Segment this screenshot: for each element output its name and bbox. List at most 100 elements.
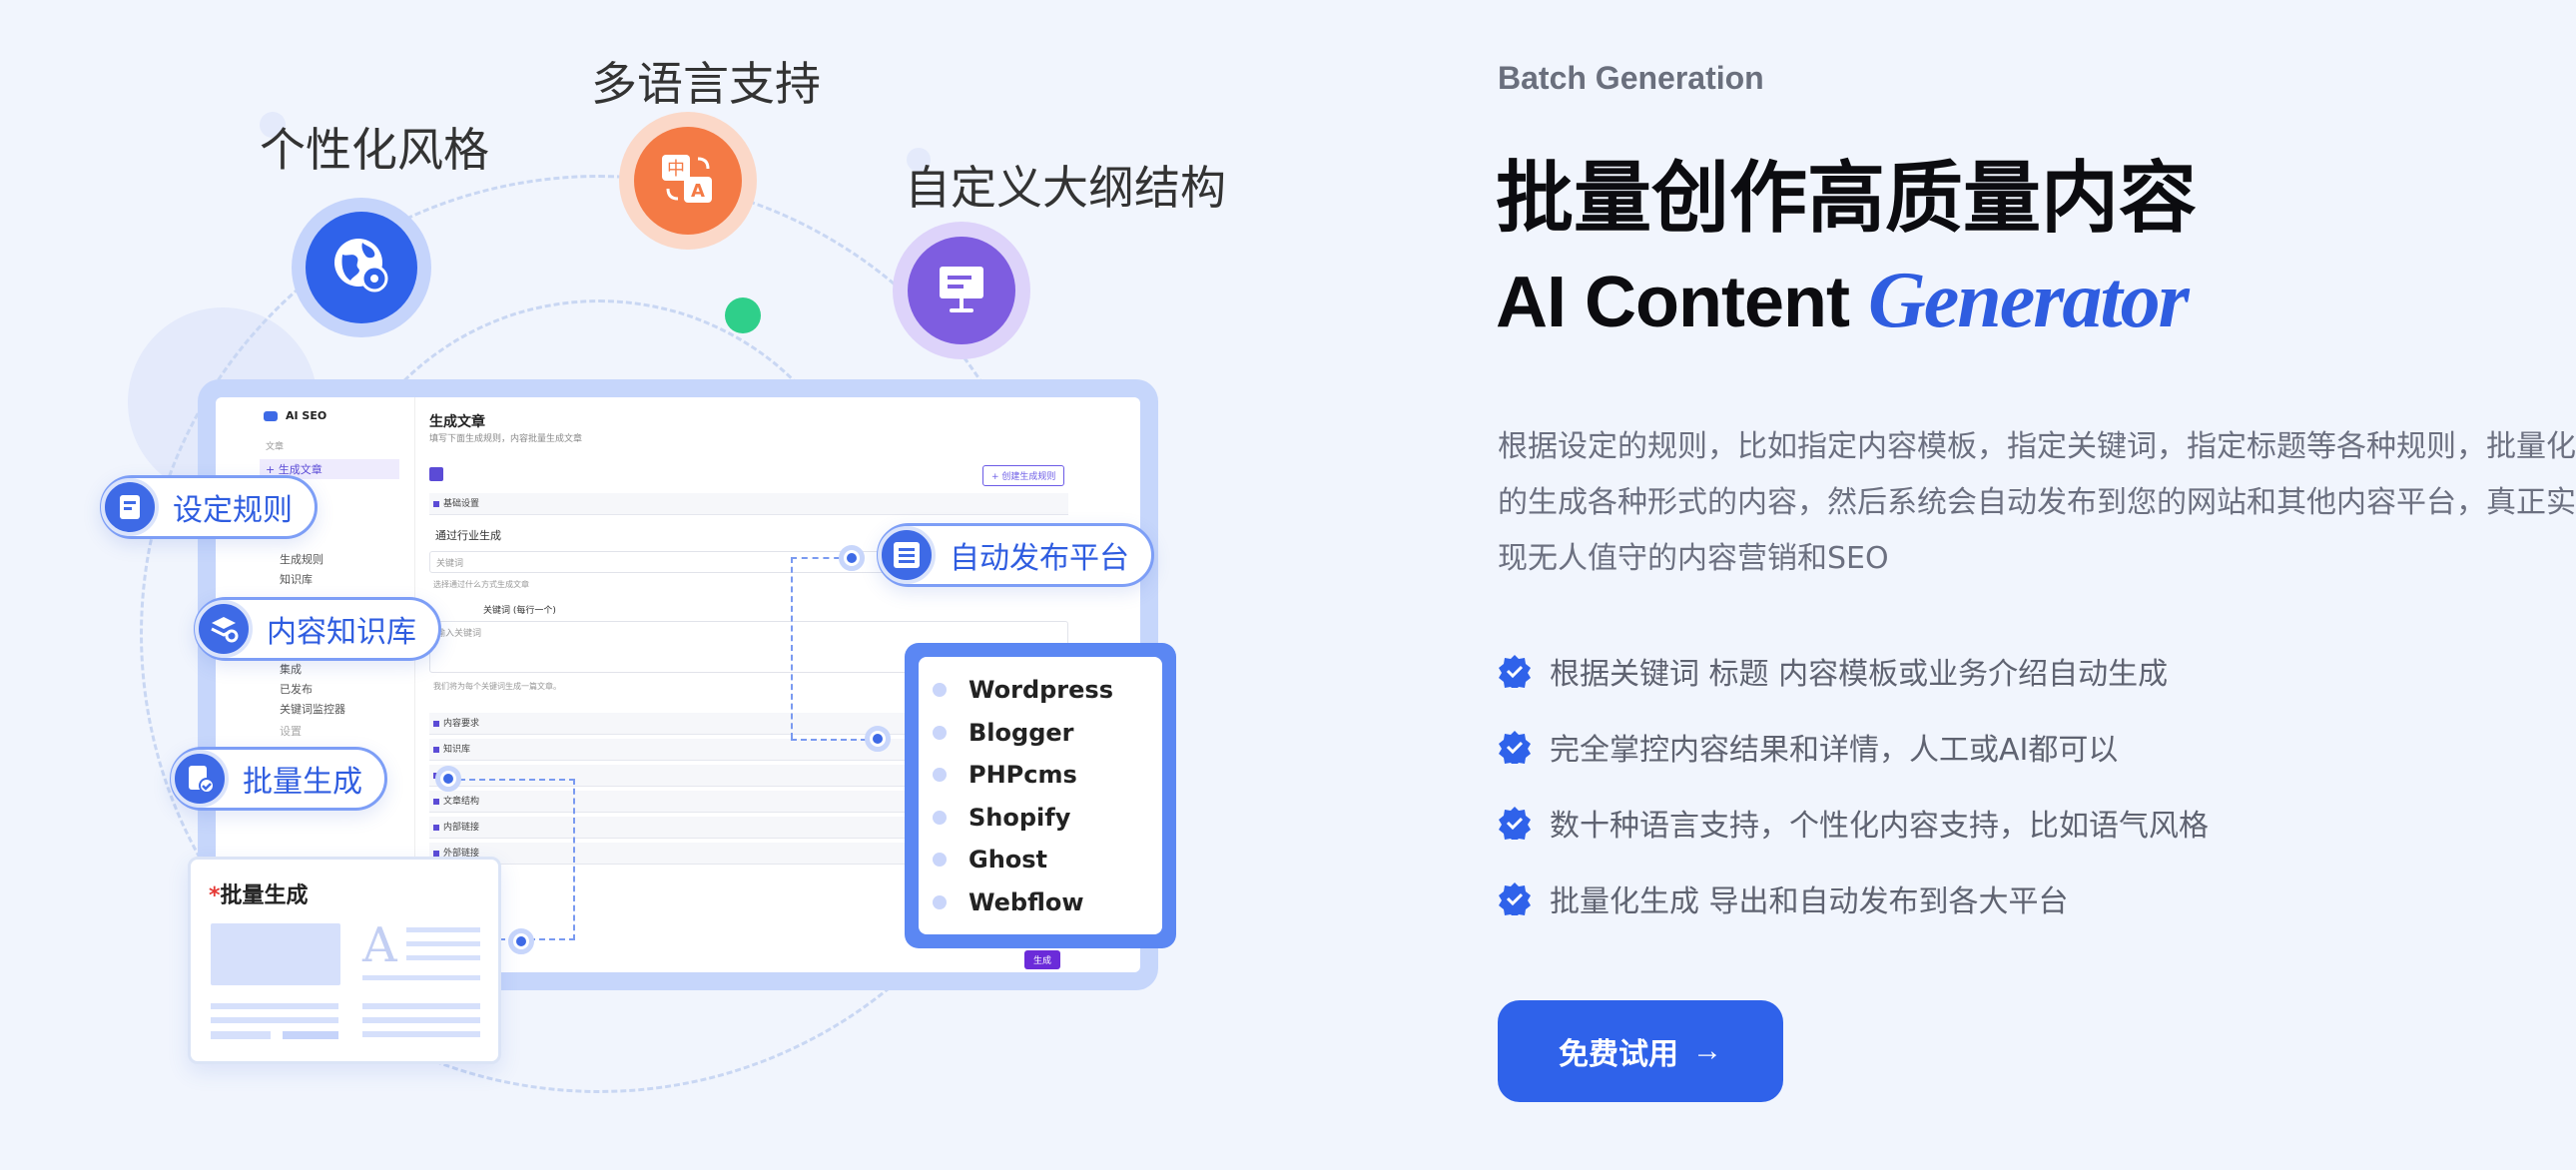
text-line [362,1017,480,1023]
app-sidebar-item: 生成规则 [280,553,323,566]
app-section-label: 通过行业生成 [435,529,501,542]
bullet-dot [933,853,947,868]
required-star: * [209,883,221,908]
green-orbit-dot [725,297,761,333]
pill-batch-label: 批量生成 [243,765,362,800]
pill-publish-label: 自动发布平台 [950,541,1129,576]
platform-name: PHPcms [968,761,1077,790]
platform-list-card: Wordpress Blogger PHPcms Shopify Ghost W… [905,643,1176,948]
feature-bullet: 根据关键词 标题 内容模板或业务介绍自动生成 [1498,633,2209,709]
app-generate-button: 生成 [1024,950,1061,969]
verified-check-icon [1499,731,1531,764]
app-logo-icon [264,411,278,421]
text-line [211,1031,271,1039]
svg-text:A: A [691,181,705,202]
text-line [406,955,480,960]
feature-bullet-text: 完全掌控内容结果和详情，人工或AI都可以 [1550,733,2119,768]
platform-name: Wordpress [968,676,1113,705]
app-sidebar-item: 已发布 [280,683,313,696]
batch-card-title: *批量生成 [209,878,309,909]
app-brand: AI SEO [286,409,327,422]
text-format-icon: A [362,917,397,973]
pill-publish: 自动发布平台 [877,523,1154,587]
app-sidebar-item: 集成 [280,663,302,676]
platform-name: Webflow [968,887,1084,916]
text-line [211,1003,338,1009]
translate-badge: 中 A [619,112,757,250]
pill-knowledge: 内容知识库 [194,597,441,661]
bullet-dot [933,725,947,740]
feature-label-language: 多语言支持 [591,57,821,111]
app-sidebar-item: 设置 [280,725,302,738]
bullet-dot [933,894,947,909]
layers-search-icon [195,600,253,658]
app-keywords-label: 关键词 (每行一个) [483,606,556,616]
verified-check-icon [1499,882,1531,915]
bullet-dot [933,683,947,698]
translate-icon: 中 A [658,149,718,213]
presentation-board-icon [934,261,989,320]
feature-label-outline: 自定义大纲结构 [905,161,1226,215]
connector-dot [435,766,461,792]
app-keyword-hint: 选择通过什么方式生成文章 [433,580,529,589]
feature-illustration: 个性化风格 多语言支持 自定义大纲结构 中 [100,57,1226,1093]
text-line [362,975,480,980]
app-sidebar-item-active: + 生成文章 [260,459,399,479]
pill-batch: 批量生成 [170,747,387,811]
app-page-title: 生成文章 [429,414,485,430]
feature-bullet-text: 根据关键词 标题 内容模板或业务介绍自动生成 [1550,657,2169,692]
outline-badge [893,222,1030,359]
bullet-dot [933,768,947,783]
app-create-rule-button: + 创建生成规则 [982,465,1065,486]
feature-bullet: 批量化生成 导出和自动发布到各大平台 [1498,861,2209,936]
decor-dot [907,148,931,172]
feature-bullet-text: 数十种语言支持，个性化内容支持，比如语气风格 [1550,809,2209,844]
feature-bullets: 根据关键词 标题 内容模板或业务介绍自动生成 完全掌控内容结果和详情，人工或AI… [1498,633,2209,936]
text-line [406,927,480,932]
text-line [362,1031,480,1037]
pill-knowledge-label: 内容知识库 [267,615,416,650]
app-sidebar-item: 文章 [266,442,285,452]
headline-chinese: 批量创作高质量内容 [1496,154,2198,244]
globe-gear-icon [328,233,394,302]
verified-check-icon [1499,807,1531,840]
headline-english: AI Content Generator [1496,256,2190,346]
batch-card-title-text: 批量生成 [220,883,309,908]
feature-bullet: 完全掌控内容结果和详情，人工或AI都可以 [1498,709,2209,785]
connector-dot [839,545,865,571]
app-step-badge [429,467,443,481]
platform-item: Webflow [933,881,1148,924]
free-trial-label: 免费试用 [1559,1038,1678,1071]
svg-text:中: 中 [667,159,685,180]
platform-item: Blogger [933,712,1148,755]
text-line [283,1031,338,1039]
batch-generation-card: *批量生成 A [188,857,501,1064]
app-sidebar-item: 关键词监控器 [280,703,345,716]
document-edit-icon [101,478,159,536]
headline-english-text: AI Content [1496,263,1868,342]
connector-dot [865,726,891,752]
platform-name: Ghost [968,846,1048,875]
platform-name: Shopify [968,803,1071,832]
decor-dot [260,112,286,138]
free-trial-button[interactable]: 免费试用 → [1498,1000,1783,1102]
app-sidebar: AI SEO 文章 + 生成文章 生成规则 知识库 集成 已发布 关键词监控器 … [216,397,415,972]
platform-name: Blogger [968,718,1074,747]
connector-publish-bottom [791,739,877,741]
platform-item: Shopify [933,797,1148,840]
pill-rules: 设定规则 [100,475,318,539]
verified-check-icon [1499,655,1531,688]
text-line [362,1003,480,1009]
globe-badge [292,198,431,337]
document-check-icon [171,750,229,808]
app-keywords-hint: 我们将为每个关键词生成一篇文章。 [433,682,561,691]
app-sidebar-item: 知识库 [280,573,313,586]
platform-item: Ghost [933,839,1148,881]
feature-bullet: 数十种语言支持，个性化内容支持，比如语气风格 [1498,785,2209,861]
app-page-subtitle: 填写下面生成规则，内容批量生成文章 [429,434,583,444]
platform-item: Wordpress [933,669,1148,712]
connector-publish [791,557,851,739]
publish-list-icon [878,526,936,584]
feature-bullet-text: 批量化生成 导出和自动发布到各大平台 [1550,884,2069,919]
section-eyebrow: Batch Generation [1498,60,1764,96]
